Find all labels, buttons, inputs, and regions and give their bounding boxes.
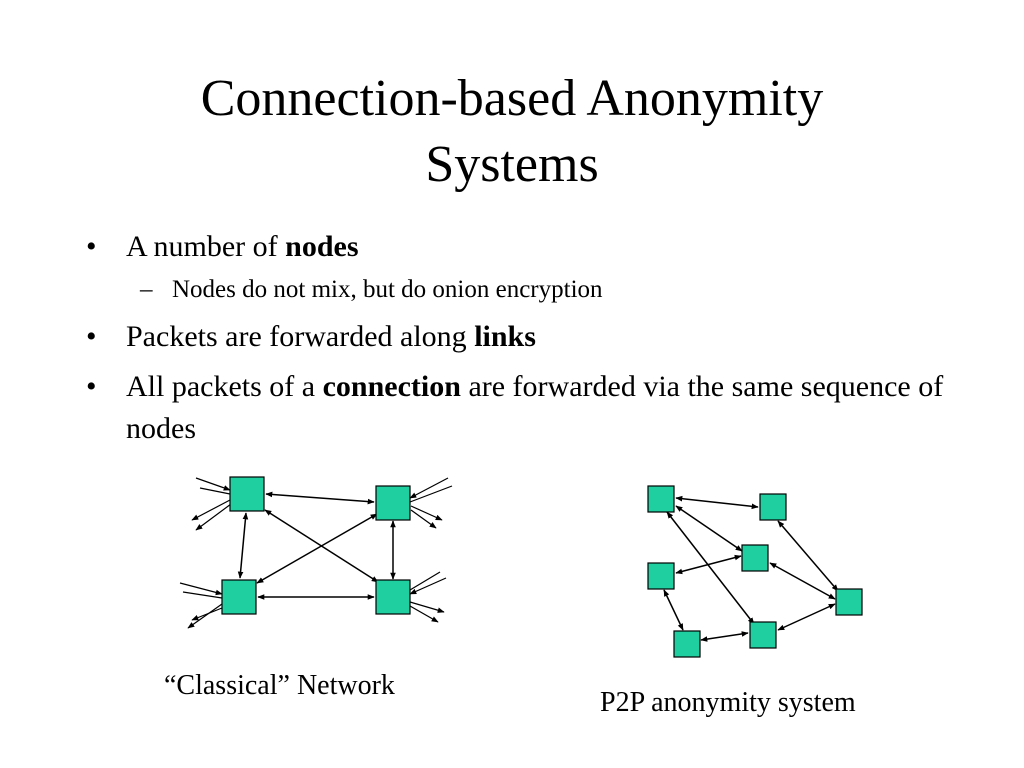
sub-bullet-symbol: –: [140, 276, 153, 303]
p2p-network-nodes: [647, 485, 863, 658]
node-classical-bottom-right: [375, 579, 411, 615]
node-p2p-f: [749, 621, 777, 649]
p2p-system-caption: P2P anonymity system: [600, 687, 856, 718]
link-p2p-a-b: [675, 495, 759, 510]
link-tl-bl: [237, 512, 249, 579]
bullet-text: All packets of a: [126, 370, 323, 403]
p2p-network-links: [663, 495, 839, 642]
node-p2p-e: [673, 630, 701, 658]
node-p2p-a: [647, 485, 675, 513]
bullet-symbol: •: [86, 320, 97, 353]
node-classical-top-right: [375, 485, 411, 521]
link-p2p-e-f: [700, 631, 749, 642]
bullet-bold-term: links: [474, 320, 536, 353]
node-classical-bottom-left: [221, 579, 257, 615]
link-tl-tr: [265, 491, 375, 505]
link-p2p-d-c: [675, 554, 742, 575]
classical-network-external-arrows: [179, 477, 453, 629]
link-p2p-c-g: [769, 562, 836, 600]
node-p2p-b: [759, 493, 787, 521]
bullet-symbol: •: [86, 370, 97, 403]
node-p2p-c: [741, 544, 769, 572]
classical-network-caption: “Classical” Network: [164, 670, 395, 701]
bullet-item: • Packets are forwarded along links: [86, 316, 946, 358]
slide-title: Connection-based Anonymity Systems: [60, 66, 964, 198]
bullet-item: • All packets of a connection are forwar…: [86, 366, 946, 450]
bullet-symbol: •: [86, 230, 97, 263]
bullet-text: A number of: [126, 230, 286, 263]
link-bl-tr: [256, 513, 378, 584]
sub-bullet-item: – Nodes do not mix, but do onion encrypt…: [86, 272, 946, 308]
bullet-bold-term: nodes: [285, 230, 359, 263]
link-p2p-a-c: [675, 505, 743, 552]
link-p2p-d-e: [663, 589, 684, 631]
node-classical-top-left: [229, 476, 265, 512]
classical-network-links: [237, 491, 396, 600]
title-line-1: Connection-based Anonymity: [200, 70, 824, 127]
bullet-list: • A number of nodes – Nodes do not mix, …: [86, 226, 946, 458]
title-line-2: Systems: [425, 136, 599, 193]
node-p2p-d: [647, 562, 675, 590]
bullet-text-after: are forwarded via the same sequence of n…: [126, 370, 944, 445]
bullet-bold-term: connection: [322, 370, 461, 403]
link-p2p-b-g: [777, 520, 839, 592]
node-p2p-g: [835, 588, 863, 616]
bullet-item: • A number of nodes: [86, 226, 946, 268]
sub-bullet-text: Nodes do not mix, but do onion encryptio…: [172, 276, 603, 303]
classical-network-nodes: [221, 476, 411, 615]
link-p2p-f-g: [777, 603, 836, 631]
bullet-text: Packets are forwarded along: [126, 320, 475, 353]
